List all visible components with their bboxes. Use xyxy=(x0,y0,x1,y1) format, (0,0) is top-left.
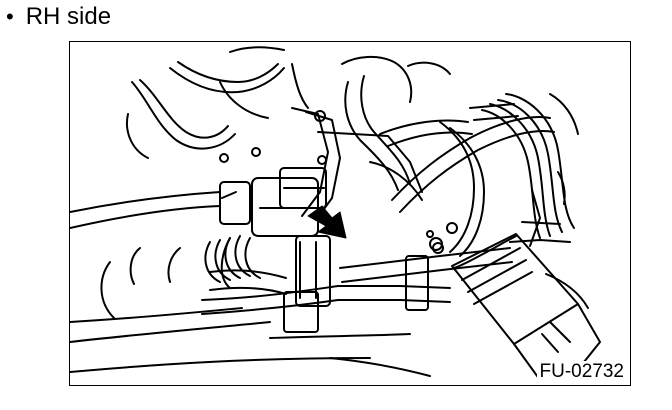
lower-pipes xyxy=(70,191,513,377)
section-heading: • RH side xyxy=(6,0,111,34)
figure-code-label: FU-02732 xyxy=(536,361,625,381)
pointer-arrow-icon xyxy=(307,205,347,239)
coil-bellows xyxy=(100,235,261,319)
upper-center-hoses xyxy=(341,56,473,191)
right-pipe-bundle xyxy=(391,93,579,239)
engine-illustration: FU-02732 xyxy=(69,41,631,386)
bullet-icon: • xyxy=(6,4,14,29)
upper-left-hoses xyxy=(126,46,309,159)
right-bracket xyxy=(509,171,571,247)
heading-text: RH side xyxy=(25,3,112,30)
center-casting xyxy=(219,107,485,257)
engine-line-drawing xyxy=(70,46,601,381)
filter-canister xyxy=(451,233,601,381)
